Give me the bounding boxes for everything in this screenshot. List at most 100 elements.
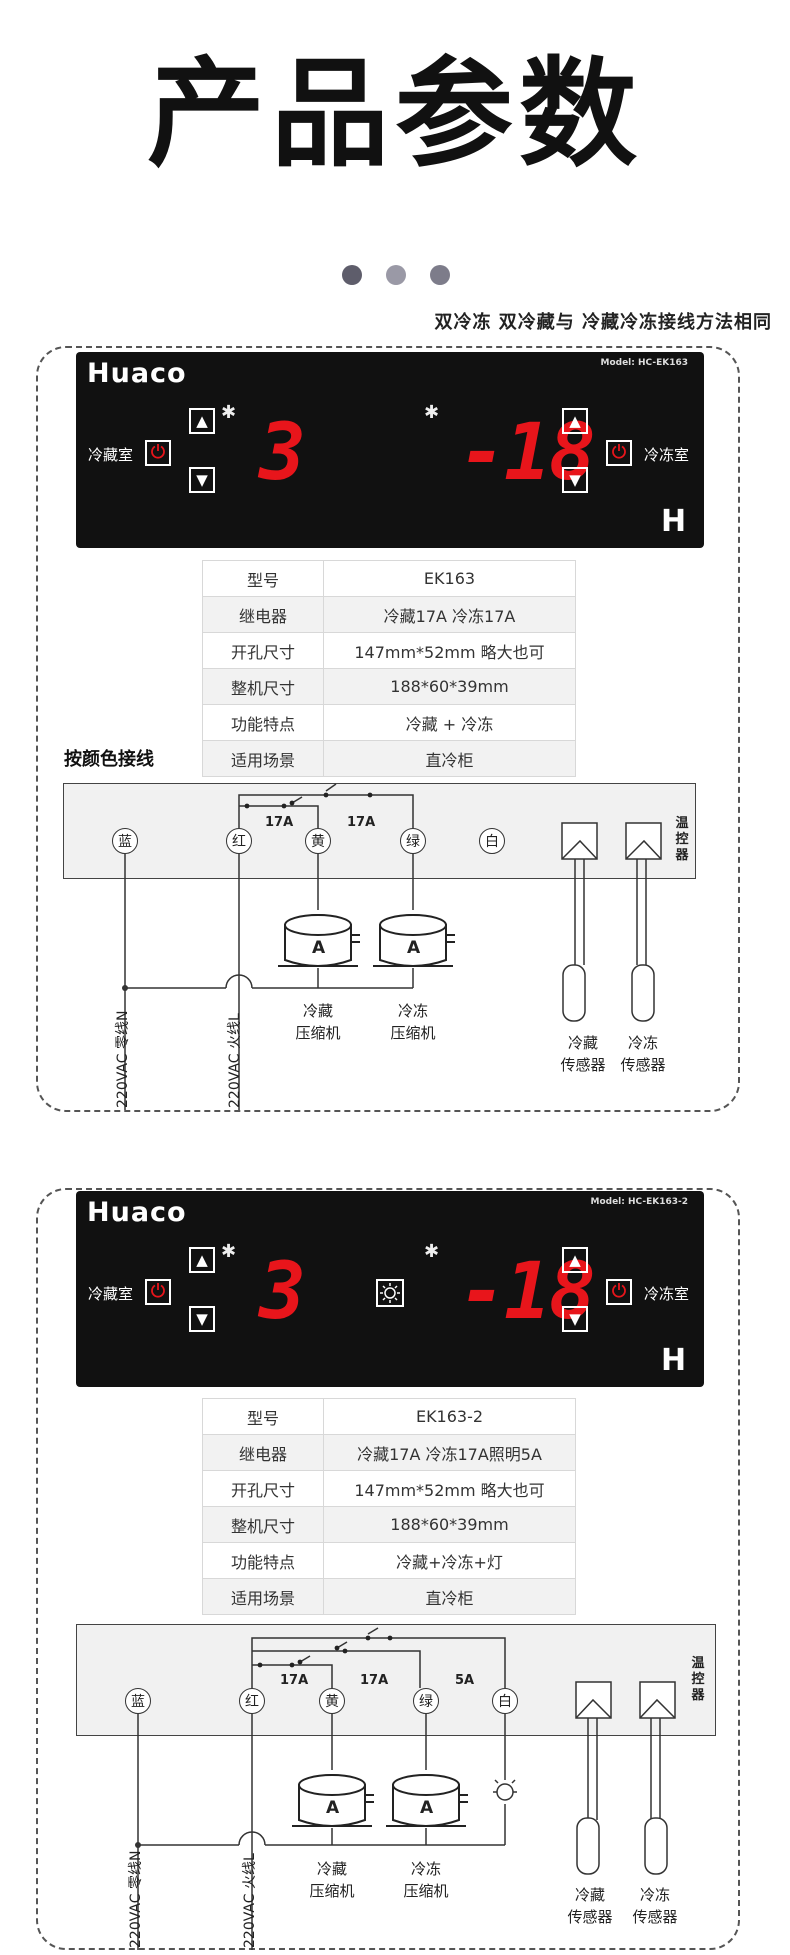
- wiring-heading: 按颜色接线: [64, 749, 154, 770]
- terminal-blue: 蓝: [125, 1688, 151, 1714]
- page-subtitle: 双冷冻 双冷藏与 冷藏冷冻接线方法相同: [434, 312, 772, 333]
- snowflake-icon: ✱: [221, 1241, 237, 1262]
- live-label: 220VAC 火线L: [242, 1853, 258, 1948]
- compressor-2-label: 冷冻压缩机: [403, 1860, 449, 1900]
- left-room-label: 冷藏室: [88, 1285, 134, 1303]
- table-row: 继电器冷藏17A 冷冻17A: [202, 596, 576, 633]
- right-power-button[interactable]: [606, 440, 632, 466]
- dot-2: [386, 265, 406, 285]
- left-up-button[interactable]: ▲: [189, 1247, 215, 1273]
- snowflake-icon: ✱: [221, 402, 237, 423]
- spec-value: 冷藏17A 冷冻17A照明5A: [323, 1434, 576, 1471]
- left-power-button[interactable]: [145, 1279, 171, 1305]
- spec-label: 整机尺寸: [202, 668, 324, 705]
- spec-label: 适用场景: [202, 740, 324, 777]
- compressor-letter: A: [326, 1798, 340, 1818]
- right-up-button[interactable]: ▲: [562, 1247, 588, 1273]
- arrow-up-icon: ▲: [196, 1251, 208, 1269]
- arrow-down-icon: ▼: [569, 1310, 581, 1328]
- compressor-2-label: 冷冻压缩机: [390, 1002, 436, 1042]
- model-label: Model: HC-EK163-2: [590, 1197, 689, 1207]
- brand-logo: Huaco: [87, 358, 187, 389]
- spec-label: 继电器: [202, 1434, 324, 1471]
- right-temp-display: -18: [459, 408, 596, 498]
- arrow-down-icon: ▼: [569, 471, 581, 489]
- relay-rating: 17A: [347, 815, 376, 830]
- right-up-button[interactable]: ▲: [562, 408, 588, 434]
- light-button[interactable]: [376, 1279, 404, 1307]
- spec-label: 功能特点: [202, 1542, 324, 1579]
- terminal-red: 红: [239, 1688, 265, 1714]
- spec-value: 直冷柜: [323, 1578, 576, 1615]
- terminal-green: 绿: [413, 1688, 439, 1714]
- snowflake-icon: ✱: [424, 402, 440, 423]
- spec-value: EK163-2: [323, 1398, 576, 1435]
- spec-value: 147mm*52mm 略大也可: [323, 632, 576, 669]
- terminal-white: 白: [492, 1688, 518, 1714]
- arrow-down-icon: ▼: [196, 471, 208, 489]
- h-logo: H: [661, 1343, 687, 1378]
- left-down-button[interactable]: ▼: [189, 1306, 215, 1332]
- relay-rating: 5A: [455, 1673, 475, 1688]
- right-room-label: 冷冻室: [644, 446, 690, 464]
- compressor-1-label: 冷藏压缩机: [295, 1002, 341, 1042]
- right-power-button[interactable]: [606, 1279, 632, 1305]
- spec-value: 188*60*39mm: [323, 1506, 576, 1543]
- box-label: 温控器: [691, 1656, 705, 1703]
- brand-logo: Huaco: [87, 1197, 187, 1228]
- relay-rating: 17A: [280, 1673, 309, 1688]
- left-temp-display: 3: [259, 1247, 306, 1337]
- unit-1-frame: [36, 346, 740, 1112]
- spec-value: 冷藏+冷冻+灯: [323, 1542, 576, 1579]
- dot-1: [342, 265, 362, 285]
- left-power-button[interactable]: [145, 440, 171, 466]
- spec-value: 直冷柜: [323, 740, 576, 777]
- power-icon: [150, 443, 166, 463]
- spec-value: 188*60*39mm: [323, 668, 576, 705]
- right-temp-display: -18: [459, 1247, 596, 1337]
- compressor-letter: A: [312, 938, 326, 958]
- dot-3: [430, 265, 450, 285]
- compressor-1-label: 冷藏压缩机: [309, 1860, 355, 1900]
- spec-label: 开孔尺寸: [202, 1470, 324, 1507]
- snowflake-icon: ✱: [424, 1241, 440, 1262]
- spec-value: 冷藏17A 冷冻17A: [323, 596, 576, 633]
- spec-label: 型号: [202, 1398, 324, 1435]
- relay-rating: 17A: [360, 1673, 389, 1688]
- left-temp-display: 3: [259, 408, 306, 498]
- table-row: 适用场景直冷柜: [202, 740, 576, 777]
- unit-2-frame: [36, 1188, 740, 1950]
- sensor-1-label: 冷藏传感器: [567, 1886, 613, 1926]
- terminal-green: 绿: [400, 828, 426, 854]
- compressor-letter: A: [420, 1798, 434, 1818]
- compressor-letter: A: [407, 938, 421, 958]
- arrow-down-icon: ▼: [196, 1310, 208, 1328]
- power-icon: [150, 1282, 166, 1302]
- spec-value: 冷藏 + 冷冻: [323, 704, 576, 741]
- sensor-1-label: 冷藏传感器: [560, 1034, 606, 1074]
- power-icon: [611, 1282, 627, 1302]
- terminal-red: 红: [226, 828, 252, 854]
- spec-label: 开孔尺寸: [202, 632, 324, 669]
- spec-label: 型号: [202, 560, 324, 597]
- page-title: 产品参数: [146, 45, 643, 183]
- left-up-button[interactable]: ▲: [189, 408, 215, 434]
- terminal-yellow: 黄: [319, 1688, 345, 1714]
- relay-rating: 17A: [265, 815, 294, 830]
- spec-label: 整机尺寸: [202, 1506, 324, 1543]
- left-down-button[interactable]: ▼: [189, 467, 215, 493]
- arrow-up-icon: ▲: [569, 1251, 581, 1269]
- unit-2-panel: Huaco Model: HC-EK163-2 冷藏室 ▲ ▼ ✱ 3 ✱ -1…: [76, 1191, 704, 1387]
- right-down-button[interactable]: ▼: [562, 467, 588, 493]
- table-row: 适用场景直冷柜: [202, 1578, 576, 1615]
- arrow-up-icon: ▲: [196, 412, 208, 430]
- sensor-2-label: 冷冻传感器: [620, 1034, 666, 1074]
- right-down-button[interactable]: ▼: [562, 1306, 588, 1332]
